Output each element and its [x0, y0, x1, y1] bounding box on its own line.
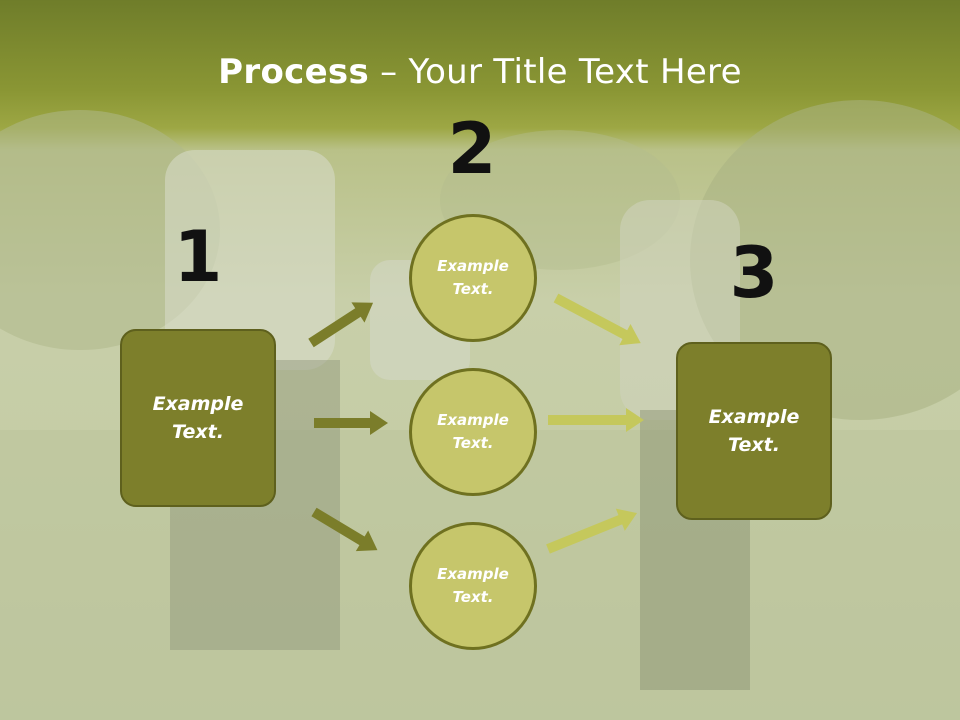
- circle-middle-text: Example Text.: [437, 410, 509, 452]
- arrow-left-to-mid: [314, 411, 388, 435]
- title-rest: – Your Title Text Here: [369, 52, 742, 92]
- left-box: Example Text.: [120, 329, 276, 507]
- arrow-mid-to-right: [548, 408, 644, 432]
- circle-top: Example Text.: [409, 214, 537, 342]
- step-number-2: 2: [447, 108, 497, 190]
- arrow-top-to-right: [553, 293, 641, 346]
- circle-bottom: Example Text.: [409, 522, 537, 650]
- slide-title: Process – Your Title Text Here: [0, 52, 960, 92]
- right-box: Example Text.: [676, 342, 832, 520]
- step-number-1: 1: [173, 216, 223, 298]
- step-number-3: 3: [729, 232, 779, 314]
- arrow-left-to-bottom: [311, 507, 378, 552]
- left-box-text: Example Text.: [152, 392, 244, 444]
- circle-middle: Example Text.: [409, 368, 537, 496]
- title-bold: Process: [218, 52, 370, 92]
- right-box-text: Example Text.: [708, 405, 800, 457]
- arrow-bottom-to-right: [546, 508, 638, 554]
- arrow-left-to-top: [308, 302, 374, 348]
- circle-top-text: Example Text.: [437, 256, 509, 298]
- circle-bottom-text: Example Text.: [437, 564, 509, 606]
